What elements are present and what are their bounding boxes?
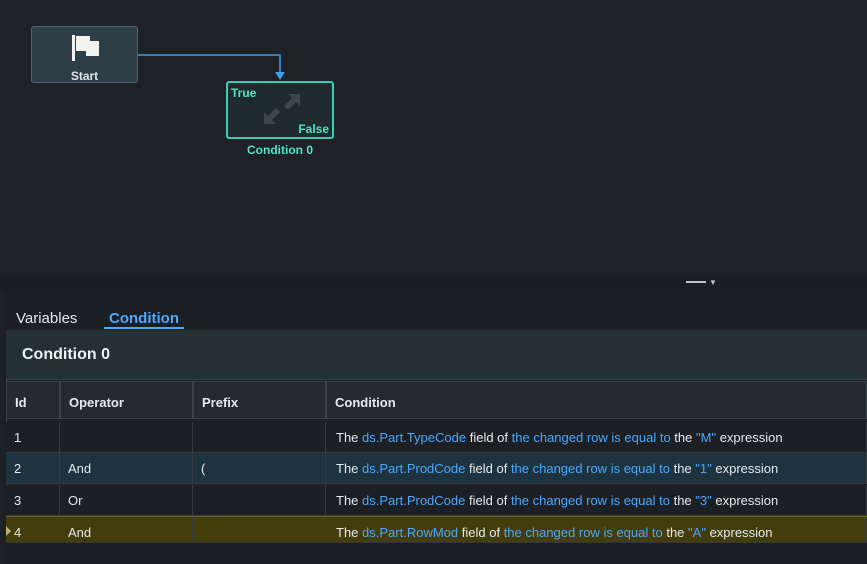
cond-text: the: [666, 525, 685, 540]
cond-text: the: [673, 493, 692, 508]
condition-node-caption: Condition 0: [247, 143, 313, 157]
cond-text: expression: [709, 525, 773, 540]
row-id: 4: [6, 517, 60, 547]
value-link[interactable]: "3": [695, 493, 712, 508]
cond-text: field of: [469, 430, 509, 445]
row-prefix[interactable]: (: [193, 453, 326, 483]
split-arrows-icon: [264, 94, 300, 124]
row-id: 1: [6, 422, 60, 452]
cond-text: expression: [719, 430, 783, 445]
row-prefix[interactable]: [193, 422, 326, 452]
cond-text: field of: [469, 493, 508, 508]
row-condition: The ds.Part.ProdCode field of the change…: [326, 453, 867, 483]
cond-text: expression: [715, 493, 779, 508]
operator-link[interactable]: is equal to: [611, 430, 671, 445]
cond-text: the: [674, 430, 693, 445]
cond-text: expression: [715, 461, 779, 476]
field-link[interactable]: ds.Part.ProdCode: [362, 461, 466, 476]
row-link[interactable]: the changed row: [510, 461, 608, 476]
value-link[interactable]: "A": [688, 525, 706, 540]
column-header-condition[interactable]: Condition: [326, 381, 867, 419]
grid-footer: [6, 542, 867, 564]
start-node-label: Start: [70, 69, 99, 83]
table-row[interactable]: 1 The ds.Part.TypeCode field of the chan…: [6, 422, 867, 453]
table-row-selected[interactable]: 4 And The ds.Part.RowMod field of the ch…: [6, 516, 867, 547]
tab-variables[interactable]: Variables: [16, 310, 78, 327]
row-id: 2: [6, 453, 60, 483]
cond-text: field of: [461, 525, 501, 540]
flag-icon: [72, 35, 99, 61]
condition-node[interactable]: True False: [226, 81, 334, 139]
row-condition: The ds.Part.RowMod field of the changed …: [326, 517, 867, 547]
cond-text: the: [673, 461, 692, 476]
chevron-down-icon[interactable]: ▼: [709, 278, 717, 287]
row-prefix[interactable]: [193, 517, 326, 547]
row-link[interactable]: the changed row: [503, 525, 600, 540]
table-row[interactable]: 2 And ( The ds.Part.ProdCode field of th…: [6, 453, 867, 484]
flow-connector: [138, 54, 285, 80]
operator-link[interactable]: is equal to: [610, 461, 670, 476]
row-operator[interactable]: And: [60, 453, 193, 483]
cond-text: The: [336, 493, 359, 508]
field-link[interactable]: ds.Part.TypeCode: [362, 430, 467, 445]
column-header-id[interactable]: Id: [6, 381, 60, 419]
panel-tabs: Variables Condition: [4, 306, 867, 330]
row-operator[interactable]: [60, 422, 193, 452]
row-condition: The ds.Part.ProdCode field of the change…: [326, 485, 867, 515]
row-condition: The ds.Part.TypeCode field of the change…: [326, 422, 867, 452]
table-row[interactable]: 3 Or The ds.Part.ProdCode field of the c…: [6, 485, 867, 516]
row-id: 3: [6, 485, 60, 515]
panel-splitter[interactable]: ▼: [0, 276, 867, 290]
row-link[interactable]: the changed row: [511, 430, 608, 445]
cond-text: field of: [469, 461, 508, 476]
true-port-label: True: [231, 86, 257, 100]
field-link[interactable]: ds.Part.ProdCode: [362, 493, 466, 508]
tab-condition[interactable]: Condition: [104, 310, 184, 329]
panel-title: Condition 0: [22, 346, 110, 363]
cond-text: The: [336, 430, 359, 445]
grid-header: Id Operator Prefix Condition: [6, 381, 867, 419]
splitter-grip[interactable]: [686, 281, 706, 283]
row-operator[interactable]: And: [60, 517, 193, 547]
false-port-label: False: [298, 122, 329, 136]
cond-text: The: [336, 525, 359, 540]
workflow-canvas[interactable]: Start True False Condition 0: [0, 0, 867, 276]
column-header-operator[interactable]: Operator: [60, 381, 193, 419]
field-link[interactable]: ds.Part.RowMod: [362, 525, 459, 540]
cond-text: The: [336, 461, 359, 476]
operator-link[interactable]: is equal to: [603, 525, 663, 540]
row-link[interactable]: the changed row: [510, 493, 608, 508]
operator-link[interactable]: is equal to: [610, 493, 670, 508]
row-prefix[interactable]: [193, 485, 326, 515]
condition-card-header: Condition 0: [6, 330, 867, 380]
value-link[interactable]: "M": [696, 430, 717, 445]
row-indicator-icon: [6, 526, 11, 536]
row-operator[interactable]: Or: [60, 485, 193, 515]
start-node[interactable]: Start: [31, 26, 138, 83]
value-link[interactable]: "1": [695, 461, 712, 476]
column-header-prefix[interactable]: Prefix: [193, 381, 326, 419]
